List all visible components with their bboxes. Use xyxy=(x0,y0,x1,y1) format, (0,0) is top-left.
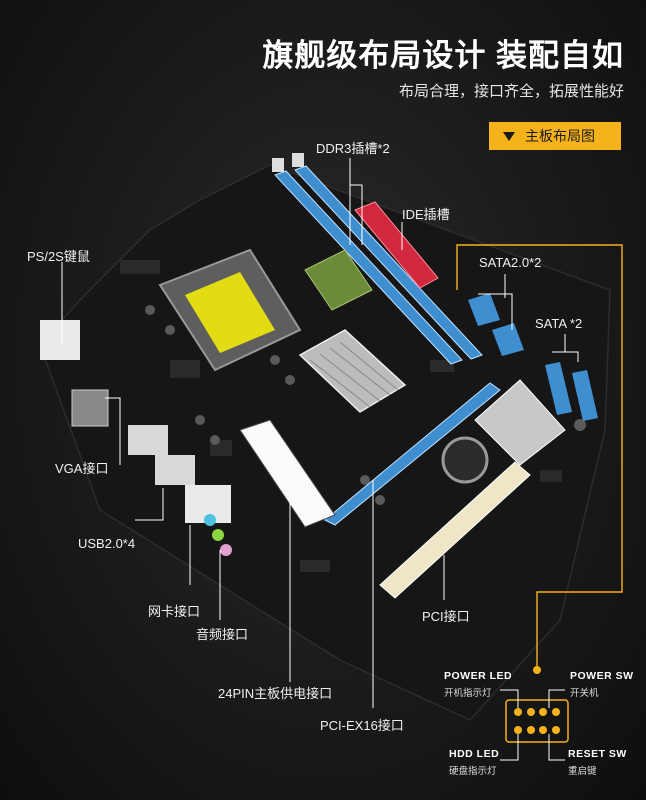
sata-port-2 xyxy=(572,370,598,421)
usb-port-b xyxy=(155,455,195,485)
atx-24pin xyxy=(239,419,336,528)
fpanel-pin-block xyxy=(505,699,569,743)
label-pci: PCI接口 xyxy=(422,609,470,624)
usb-port-a xyxy=(128,425,168,455)
ddr3-slot-2 xyxy=(294,165,483,360)
layout-tag-label: 主板布局图 xyxy=(525,128,595,144)
fp-power-sw-cn: 开关机 xyxy=(570,688,599,699)
audio-jacks xyxy=(204,514,232,556)
vga-port xyxy=(71,389,109,427)
label-ps2: PS/2S键鼠 xyxy=(27,249,90,264)
fp-reset-sw-en: RESET SW xyxy=(568,748,627,760)
fp-reset-sw-cn: 重启键 xyxy=(568,766,597,777)
label-audio: 音频接口 xyxy=(196,627,249,642)
label-vga: VGA接口 xyxy=(55,461,109,476)
label-usb: USB2.0*4 xyxy=(78,536,136,551)
sata-port-1 xyxy=(545,362,572,415)
label-sata: SATA *2 xyxy=(535,316,583,331)
southbridge-heatsink xyxy=(474,379,566,466)
pci-slot xyxy=(379,461,531,599)
chipset-heatsink xyxy=(298,329,407,413)
fp-power-led-en: POWER LED xyxy=(444,670,513,682)
fpanel-leader xyxy=(456,244,623,668)
label-lan: 网卡接口 xyxy=(148,604,201,619)
cpu-cover xyxy=(185,272,275,353)
label-24pin: 24PIN主板供电接口 xyxy=(218,686,333,701)
dimm-latch xyxy=(292,153,304,167)
layout-tag: 主板布局图 xyxy=(489,122,621,150)
bios-chip xyxy=(304,249,373,311)
label-ide: IDE插槽 xyxy=(402,207,450,222)
cmos-battery xyxy=(441,436,489,484)
fp-power-sw-en: POWER SW xyxy=(570,670,634,682)
label-ddr3: DDR3插槽*2 xyxy=(316,141,390,156)
ps2-port xyxy=(40,320,80,360)
sata2-port-2 xyxy=(492,323,524,356)
ide-slot xyxy=(354,201,439,289)
fp-hdd-led-cn: 硬盘指示灯 xyxy=(449,766,497,777)
pciex16-slot xyxy=(324,382,501,526)
triangle-down-icon xyxy=(503,131,515,141)
label-pciex16: PCI-EX16接口 xyxy=(320,718,404,733)
label-sata20: SATA2.0*2 xyxy=(479,255,542,270)
ddr3-slot-1 xyxy=(274,170,463,365)
fp-power-led-cn: 开机指示灯 xyxy=(444,688,492,699)
sata2-port-1 xyxy=(468,293,500,326)
page-subtitle: 布局合理，接口齐全，拓展性能好 xyxy=(398,83,624,100)
dimm-latch xyxy=(272,158,284,172)
fp-hdd-led-en: HDD LED xyxy=(449,748,500,760)
page-title: 旗舰级布局设计 装配自如 xyxy=(262,38,624,73)
